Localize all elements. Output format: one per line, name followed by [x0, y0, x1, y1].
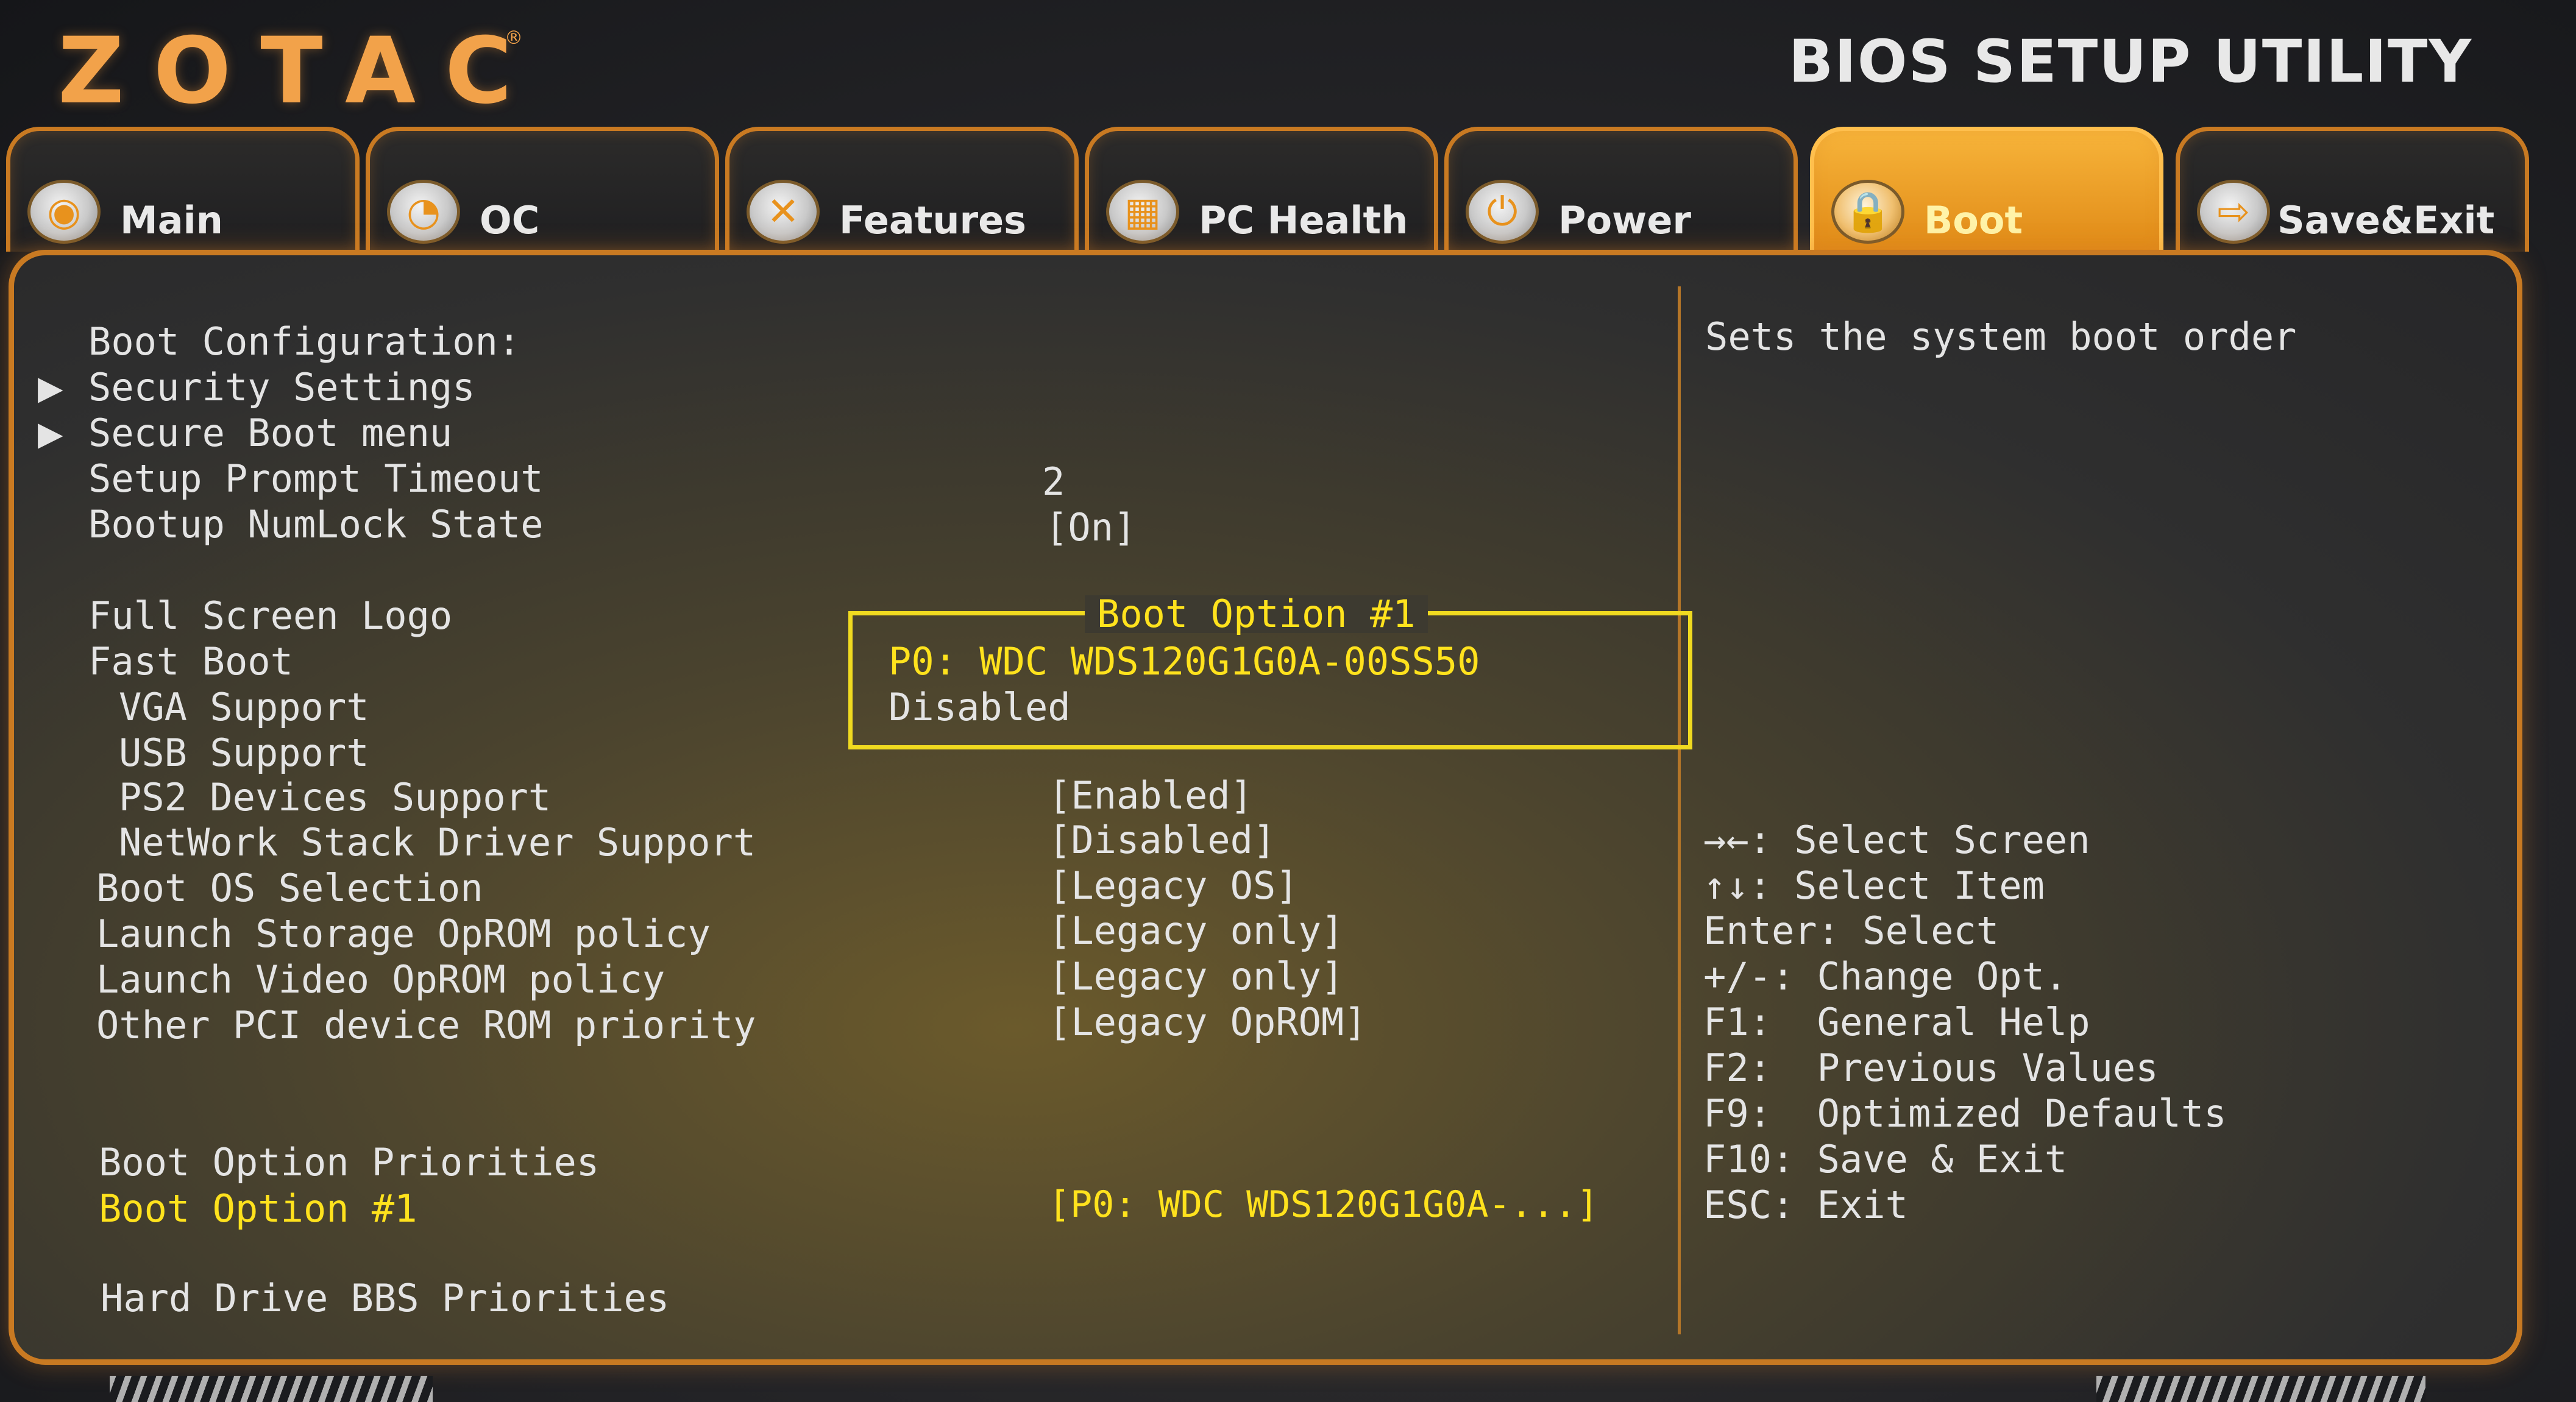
security-settings-item[interactable]: Security Settings	[88, 365, 475, 409]
help-key-change-opt: +/-: Change Opt.	[1703, 954, 2068, 999]
registered-mark: ®	[505, 27, 523, 49]
secure-boot-menu-item[interactable]: Secure Boot menu	[88, 411, 453, 455]
setup-prompt-timeout-label[interactable]: Setup Prompt Timeout	[88, 456, 544, 501]
tab-bar: ◉ Main ◔ OC ✕ Features ▦ PC Health ⏻ Pow…	[6, 127, 2535, 252]
help-key-esc: ESC: Exit	[1703, 1183, 1908, 1227]
video-oprom-label[interactable]: Launch Video OpROM policy	[96, 957, 665, 1002]
tools-icon: ✕	[747, 180, 820, 244]
tab-save-exit[interactable]: ⇨ Save&Exit	[2176, 127, 2529, 252]
main-icon: ◉	[27, 180, 101, 244]
pci-rom-priority-label[interactable]: Other PCI device ROM priority	[96, 1003, 756, 1047]
storage-oprom-value[interactable]: [Legacy only]	[1048, 908, 1344, 953]
chip-icon: ▦	[1106, 180, 1179, 244]
popup-option-drive[interactable]: P0: WDC WDS120G1G0A-00SS50	[889, 639, 1480, 684]
submenu-arrow-icon: ▶	[38, 369, 63, 407]
ps2-support-value[interactable]: [Enabled]	[1048, 773, 1253, 818]
full-screen-logo-label[interactable]: Full Screen Logo	[88, 593, 453, 638]
tab-label: PC Health	[1199, 198, 1408, 243]
utility-title: BIOS SETUP UTILITY	[1788, 27, 2472, 96]
tab-label: Save&Exit	[2277, 198, 2495, 243]
tab-label: Features	[839, 198, 1027, 243]
help-key-enter: Enter: Select	[1703, 908, 1999, 953]
help-key-select-item: ↑↓: Select Item	[1703, 863, 2045, 908]
network-stack-value[interactable]: [Disabled]	[1048, 818, 1276, 862]
tab-pc-health[interactable]: ▦ PC Health	[1085, 127, 1438, 252]
tab-features[interactable]: ✕ Features	[725, 127, 1079, 252]
popup-title: Boot Option #1	[1085, 595, 1428, 633]
submenu-arrow-icon: ▶	[38, 414, 63, 453]
settings-panel	[9, 250, 2522, 1365]
tab-main[interactable]: ◉ Main	[6, 127, 360, 252]
help-key-f1: F1: General Help	[1703, 1000, 2090, 1044]
lock-icon: 🔒	[1831, 180, 1904, 244]
power-icon: ⏻	[1466, 180, 1539, 244]
video-oprom-value[interactable]: [Legacy only]	[1048, 954, 1344, 999]
ps2-support-label[interactable]: PS2 Devices Support	[119, 775, 552, 820]
fast-boot-label[interactable]: Fast Boot	[88, 639, 293, 684]
vga-support-label[interactable]: VGA Support	[119, 685, 369, 729]
help-description: Sets the system boot order	[1705, 314, 2297, 359]
bootup-numlock-label[interactable]: Bootup NumLock State	[88, 502, 544, 547]
help-key-select-screen: →←: Select Screen	[1703, 818, 2090, 862]
boot-os-selection-label[interactable]: Boot OS Selection	[96, 866, 483, 910]
tab-label: Power	[1558, 198, 1691, 243]
tab-label: Main	[120, 198, 223, 243]
boot-option-priorities-heading: Boot Option Priorities	[99, 1140, 600, 1184]
pci-rom-priority-value[interactable]: [Legacy OpROM]	[1048, 1000, 1367, 1044]
tab-oc[interactable]: ◔ OC	[366, 127, 719, 252]
oc-gauge-icon: ◔	[387, 180, 460, 244]
help-key-f2: F2: Previous Values	[1703, 1046, 2159, 1090]
panel-divider	[1678, 286, 1681, 1334]
boot-os-selection-value[interactable]: [Legacy OS]	[1048, 863, 1299, 908]
bootup-numlock-value[interactable]: [On]	[1045, 505, 1137, 550]
network-stack-label[interactable]: NetWork Stack Driver Support	[119, 820, 756, 865]
storage-oprom-label[interactable]: Launch Storage OpROM policy	[96, 912, 711, 956]
boot-option-1-value[interactable]: [P0: WDC WDS120G1G0A-...]	[1048, 1183, 1599, 1226]
help-key-f10: F10: Save & Exit	[1703, 1137, 2068, 1181]
tab-label: Boot	[1924, 198, 2023, 243]
tab-power[interactable]: ⏻ Power	[1444, 127, 1798, 252]
help-key-f9: F9: Optimized Defaults	[1703, 1091, 2227, 1136]
tab-label: OC	[480, 198, 540, 243]
tab-boot[interactable]: 🔒 Boot	[1810, 127, 2163, 252]
hard-drive-bbs-priorities-item[interactable]: Hard Drive BBS Priorities	[101, 1276, 670, 1320]
zotac-logo: ZOTAC	[58, 18, 542, 124]
decorative-stripes	[2096, 1376, 2425, 1402]
exit-icon: ⇨	[2197, 180, 2270, 244]
decorative-stripes	[110, 1376, 433, 1402]
boot-configuration-heading: Boot Configuration:	[88, 319, 521, 364]
popup-option-disabled[interactable]: Disabled	[889, 685, 1071, 729]
boot-option-1-label[interactable]: Boot Option #1	[99, 1186, 417, 1231]
setup-prompt-timeout-value[interactable]: 2	[1042, 459, 1065, 504]
usb-support-label[interactable]: USB Support	[119, 731, 369, 775]
